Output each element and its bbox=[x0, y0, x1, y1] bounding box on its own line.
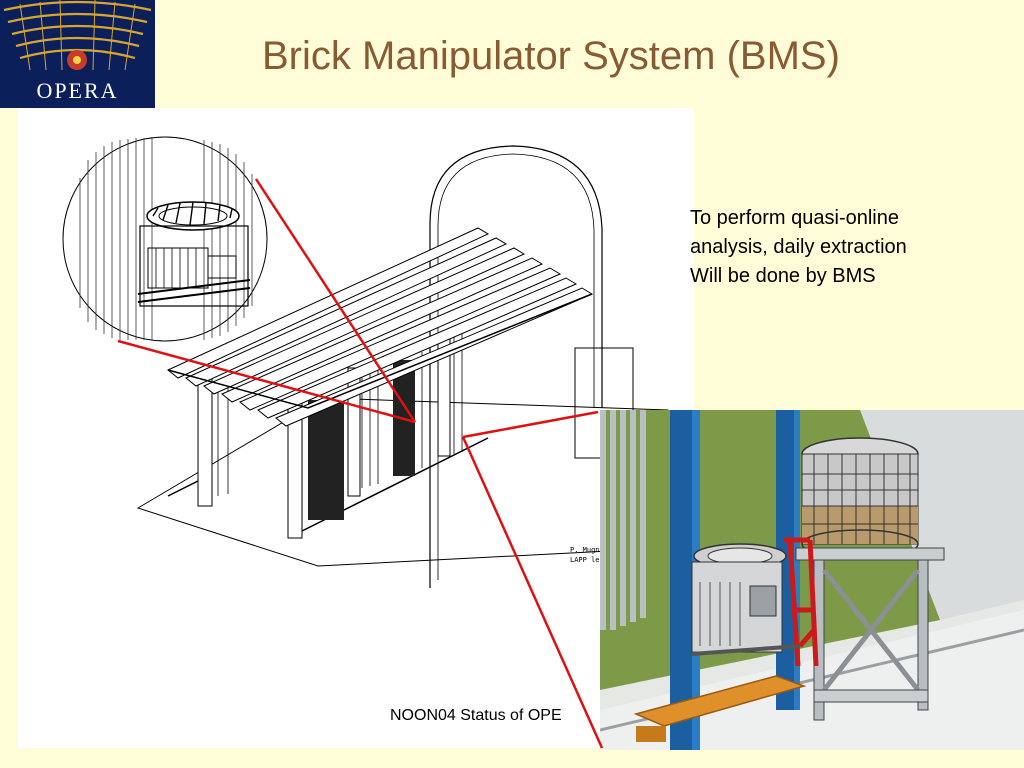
bms-render-photo bbox=[600, 410, 1024, 750]
slide-title: Brick Manipulator System (BMS) bbox=[262, 34, 840, 78]
drawing-note-line-1: P. Mugn bbox=[570, 546, 600, 554]
detector-drawing: P. Mugn LAPP le bbox=[62, 136, 669, 588]
body-text: To perform quasi-online analysis, daily … bbox=[690, 204, 1010, 291]
opera-logo: OPERA bbox=[0, 0, 155, 108]
slide-footer: NOON04 Status of OPE bbox=[390, 707, 562, 724]
body-line-1: To perform quasi-online bbox=[690, 207, 899, 229]
detail-inset bbox=[62, 136, 268, 342]
logo-emblem bbox=[0, 0, 155, 108]
drawing-note-line-2: LAPP le bbox=[570, 556, 600, 564]
logo-text: OPERA bbox=[36, 78, 119, 103]
body-line-3: Will be done by BMS bbox=[690, 265, 876, 287]
bms-render bbox=[600, 410, 1024, 750]
technical-drawing: P. Mugn LAPP le bbox=[18, 108, 694, 748]
body-line-2: analysis, daily extraction bbox=[690, 236, 907, 258]
